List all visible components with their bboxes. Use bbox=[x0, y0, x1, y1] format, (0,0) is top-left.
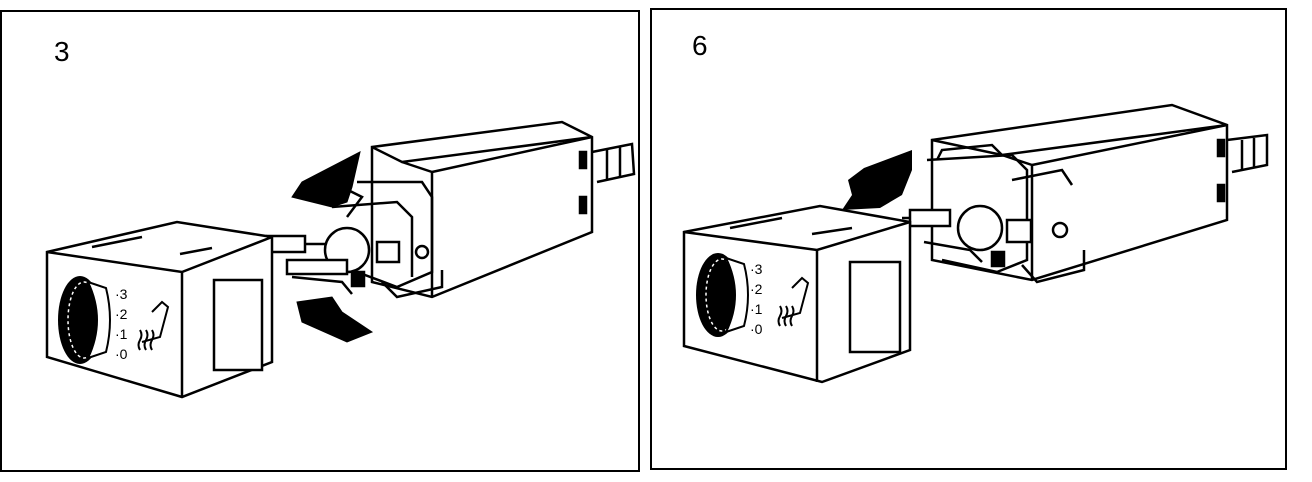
scale-label-0: ·0 bbox=[115, 346, 128, 362]
scale-label-0: ·0 bbox=[750, 321, 763, 337]
step-number: 3 bbox=[54, 36, 70, 67]
step-number: 6 bbox=[692, 30, 708, 61]
arrow-icon bbox=[291, 151, 374, 343]
seat-heater-icon bbox=[777, 276, 810, 327]
assembly-diagram: ·3 ·2 ·1 ·0 bbox=[45, 120, 636, 399]
assembly-diagram: ·3 ·2 ·1 ·0 bbox=[682, 103, 1269, 384]
knob-cap bbox=[682, 204, 912, 384]
scale-label-3: ·3 bbox=[750, 261, 763, 277]
switch-housing-icon bbox=[265, 120, 636, 299]
scale-label-2: ·2 bbox=[115, 306, 128, 322]
seat-heater-icon bbox=[137, 300, 170, 351]
scale-label-1: ·1 bbox=[750, 301, 763, 317]
panel-step-3: 3 bbox=[0, 10, 640, 472]
panel-step-6: 6 bbox=[650, 8, 1287, 470]
scale-label-1: ·1 bbox=[115, 326, 128, 342]
scale-label-2: ·2 bbox=[750, 281, 763, 297]
knob-icon bbox=[696, 253, 749, 337]
knob-icon bbox=[58, 276, 111, 364]
scale-label-3: ·3 bbox=[115, 286, 128, 302]
switch-housing-icon bbox=[902, 103, 1269, 284]
arrow-icon bbox=[842, 150, 912, 210]
